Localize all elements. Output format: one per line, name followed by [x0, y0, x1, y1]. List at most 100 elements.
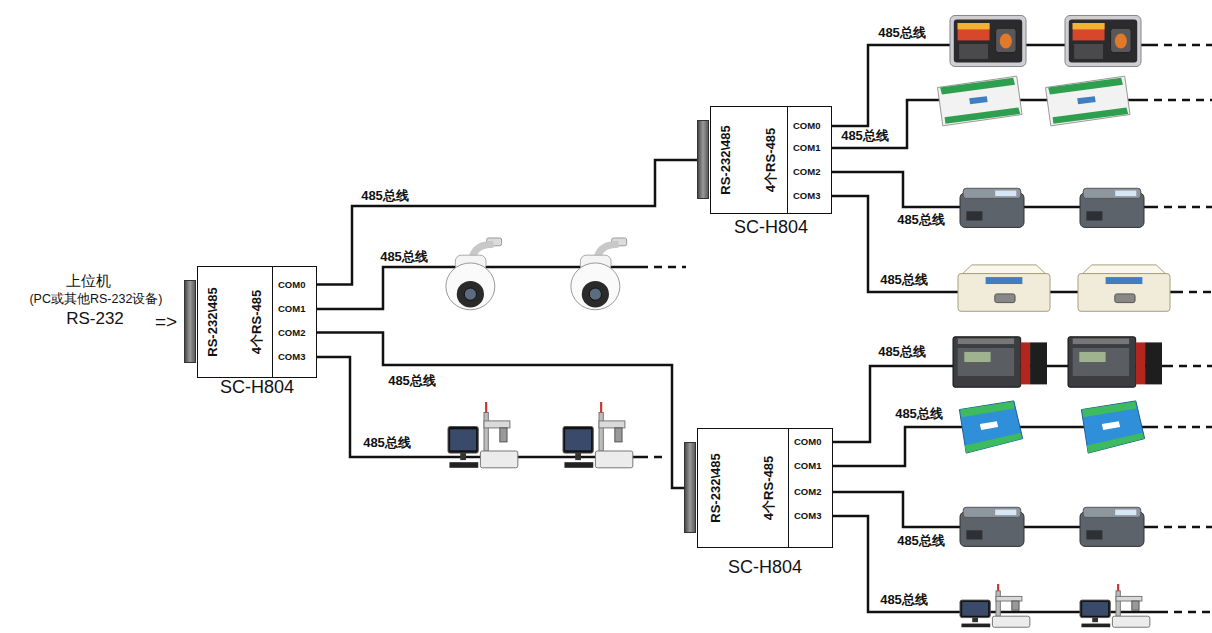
device-part	[480, 451, 517, 468]
port-name: COM2	[793, 166, 820, 176]
device-part	[963, 188, 1021, 198]
device-part	[563, 427, 593, 454]
port-name: COM3	[793, 190, 820, 200]
hub-box: SC-H804RS-232\4854个RS-485COM0COM1COM2COM…	[697, 428, 833, 548]
device-part	[995, 191, 1016, 197]
device-part	[963, 507, 1021, 517]
device-part	[457, 281, 484, 308]
bus-wire	[317, 357, 640, 457]
device-part	[448, 427, 478, 454]
port-name: COM2	[278, 327, 305, 337]
device-part	[966, 530, 982, 539]
host-label: 上位机	[64, 272, 113, 289]
device-part	[962, 602, 988, 616]
device-part	[1082, 401, 1136, 417]
device-gray	[960, 507, 1024, 546]
port-bar	[184, 280, 196, 363]
device-part	[953, 337, 1021, 387]
device-part	[1082, 602, 1108, 616]
bus-label: 485总线	[878, 273, 930, 288]
device-part	[966, 211, 982, 220]
device-wconv	[958, 265, 1050, 311]
device-part	[1136, 342, 1145, 384]
device-part	[1030, 342, 1047, 384]
device-part	[1012, 601, 1019, 610]
port-name: COM0	[278, 279, 305, 289]
device-part	[986, 277, 1023, 284]
device-part	[959, 401, 1022, 453]
bus-continuation	[1150, 526, 1212, 529]
interface-label: RS-232\485	[206, 287, 220, 356]
bus-connector	[317, 160, 698, 285]
device-part	[615, 428, 622, 442]
port-name: COM0	[793, 120, 820, 130]
device-part	[1083, 507, 1141, 517]
device-part	[1116, 591, 1120, 616]
device-part	[1021, 342, 1030, 384]
interface-label: 4个RS-485	[764, 128, 778, 192]
bus-label: 485总线	[361, 436, 413, 451]
device-part	[1081, 401, 1144, 453]
bus-continuation	[640, 456, 668, 459]
device-dio	[1046, 76, 1130, 126]
port-name: COM1	[793, 142, 820, 152]
device-part	[980, 421, 998, 430]
device-part	[996, 28, 1017, 52]
device-part	[565, 429, 591, 450]
device-part	[1115, 191, 1136, 197]
device-dio	[938, 76, 1022, 126]
device-part	[1145, 342, 1162, 384]
device-part	[960, 600, 990, 617]
device-part	[1073, 338, 1129, 344]
device-part	[1074, 44, 1103, 59]
port-name: COM1	[794, 460, 821, 470]
device-part	[945, 107, 1021, 123]
device-part	[992, 616, 1029, 627]
port-bar	[697, 120, 709, 199]
interface-label: 4个RS-485	[249, 290, 263, 354]
device-part	[1073, 23, 1105, 40]
device-part	[995, 510, 1016, 516]
port-panel: COM0COM1COM2COM3	[789, 429, 831, 547]
device-term	[1065, 15, 1141, 66]
device-part	[1078, 274, 1170, 312]
bus-label: 485总线	[378, 250, 430, 265]
device-part	[595, 451, 632, 468]
device-part	[582, 281, 609, 308]
bus-continuation	[640, 266, 686, 269]
port-name: COM3	[794, 510, 821, 520]
interface-label: 4个RS-485	[762, 456, 776, 520]
device-part	[449, 462, 478, 468]
port-panel: COM0COM1COM2COM3	[788, 107, 830, 213]
device-part	[1115, 33, 1127, 48]
device-part	[500, 428, 507, 442]
device-part	[1117, 584, 1119, 591]
bus-continuation	[1150, 206, 1212, 209]
device-blue	[1081, 401, 1144, 453]
model-name: SC-H804	[728, 557, 802, 578]
device-part	[1073, 23, 1105, 29]
device-part	[1086, 530, 1102, 539]
device-part	[996, 591, 1000, 616]
device-part	[1081, 624, 1110, 628]
device-part	[996, 596, 1022, 601]
device-part	[958, 23, 990, 29]
bus-connector	[317, 333, 685, 489]
device-part	[1083, 265, 1166, 274]
device-part	[1115, 510, 1136, 516]
device-part	[1102, 421, 1120, 430]
device-part	[589, 288, 601, 300]
hub-box: SC-H804RS-232\4854个RS-485COM0COM1COM2COM…	[710, 106, 832, 214]
device-part	[972, 618, 978, 623]
device-blue	[959, 401, 1022, 453]
device-part	[600, 402, 602, 413]
device-part	[599, 413, 603, 452]
device-part	[940, 78, 1015, 95]
device-part	[485, 402, 487, 413]
device-part	[599, 421, 625, 428]
device-part	[1053, 107, 1129, 123]
device-plc	[1068, 337, 1162, 387]
